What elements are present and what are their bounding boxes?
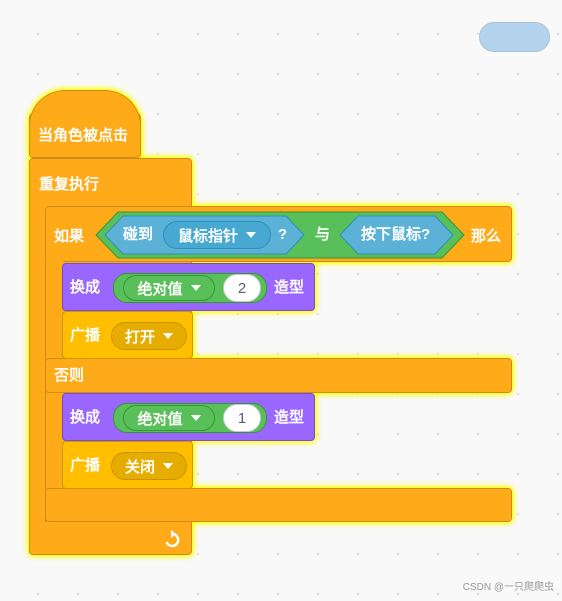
hat-block-label: 当角色被点击 [38,127,129,144]
broadcast-label: 广播 [70,327,101,344]
if-label: 如果 [54,228,85,245]
switch-costume-block[interactable]: 换成 绝对值 1 造型 [62,393,315,441]
mouse-down-block[interactable] [339,215,454,255]
chevron-down-icon [190,285,201,291]
then-label: 那么 [471,228,502,245]
chevron-down-icon [246,232,256,238]
chevron-down-icon [163,333,173,339]
switch-costume-label: 换成 [70,409,101,426]
chevron-down-icon [163,463,173,469]
broadcast-message-label: 关闭 [124,458,155,476]
number-input[interactable]: 1 [223,404,261,432]
broadcast-message-dropdown[interactable]: 打开 [111,322,187,350]
touching-target-label: 鼠标指针 [177,227,238,245]
else-bar: 否则 [45,358,512,393]
if-else-bottom-bar [45,488,512,522]
number-input-value: 2 [237,279,247,297]
loop-arrow-icon [162,529,182,554]
switch-costume-block[interactable]: 换成 绝对值 2 造型 [62,263,315,311]
broadcast-label: 广播 [70,457,101,474]
touching-question-mark: ? [278,226,288,243]
abs-dropdown[interactable]: 绝对值 [123,405,215,431]
number-input-value: 1 [237,409,247,427]
broadcast-block[interactable]: 广播 关闭 [62,441,193,489]
and-label: 与 [315,226,331,243]
else-label: 否则 [54,367,85,384]
mouse-down-label: 按下鼠标? [361,226,431,243]
abs-dropdown-label: 绝对值 [137,280,183,298]
costume-label: 造型 [274,279,305,296]
horizontal-scrollbar[interactable] [479,22,550,52]
chevron-down-icon [190,415,201,421]
abs-dropdown[interactable]: 绝对值 [123,275,215,301]
broadcast-message-label: 打开 [124,328,155,346]
forever-label: 重复执行 [39,176,100,193]
costume-label: 造型 [274,409,305,426]
number-input[interactable]: 2 [223,274,261,302]
touching-label: 碰到 [123,226,154,243]
broadcast-message-dropdown[interactable]: 关闭 [111,452,187,480]
touching-target-dropdown[interactable]: 鼠标指针 [163,221,271,249]
abs-dropdown-label: 绝对值 [137,410,183,428]
broadcast-block[interactable]: 广播 打开 [62,311,193,359]
switch-costume-label: 换成 [70,279,101,296]
watermark: CSDN @一只爬爬虫 [462,582,554,593]
